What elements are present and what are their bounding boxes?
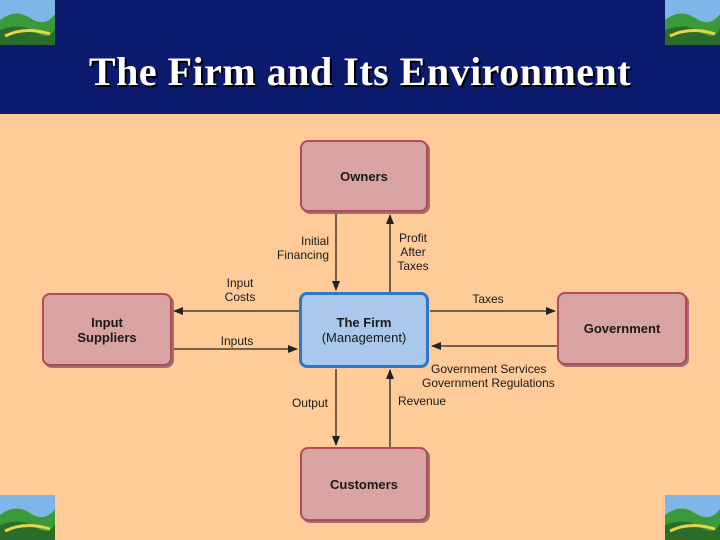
customers-box: Customers [300,447,428,521]
output-label: Output [291,396,328,410]
initial-financing-line1: Initial [300,234,329,248]
taxes-label: Taxes [472,292,504,306]
customers-label: Customers [330,476,398,492]
title-banner: The Firm and Its Environment [0,0,720,114]
landscape-icon-bottom-right [665,495,720,540]
input-suppliers-label-line1: Input [91,314,123,330]
input-costs-line2: Costs [224,290,256,304]
input-suppliers-label-line2: Suppliers [77,329,137,345]
landscape-icon-top-right [665,0,720,45]
firm-subtitle: (Management) [321,330,407,345]
initial-financing-line2: Financing [276,248,329,262]
input-costs-label: Input Costs [214,276,266,304]
firm-label: The Firm [336,315,392,330]
firm-box: The Firm (Management) [299,292,429,368]
initial-financing-label: Initial Financing [265,234,329,262]
government-regulations-label: Government Regulations [422,376,555,390]
government-services-label: Government Services [431,362,547,376]
inputs-label: Inputs [220,334,254,348]
profit-after-taxes-label: Profit After Taxes [390,231,436,273]
government-label: Government [583,321,661,336]
profit-line2: After [400,245,426,259]
owners-label: Owners [340,168,388,184]
revenue-label: Revenue [398,394,447,408]
input-costs-line1: Input [226,276,254,290]
profit-line3: Taxes [397,259,429,273]
profit-line1: Profit [398,231,427,245]
landscape-icon-top-left [0,0,55,45]
government-box: Government [557,292,687,365]
owners-box: Owners [300,140,428,212]
landscape-icon-bottom-left [0,495,55,540]
input-suppliers-box: Input Suppliers [42,293,172,366]
slide-title: The Firm and Its Environment [88,49,632,94]
